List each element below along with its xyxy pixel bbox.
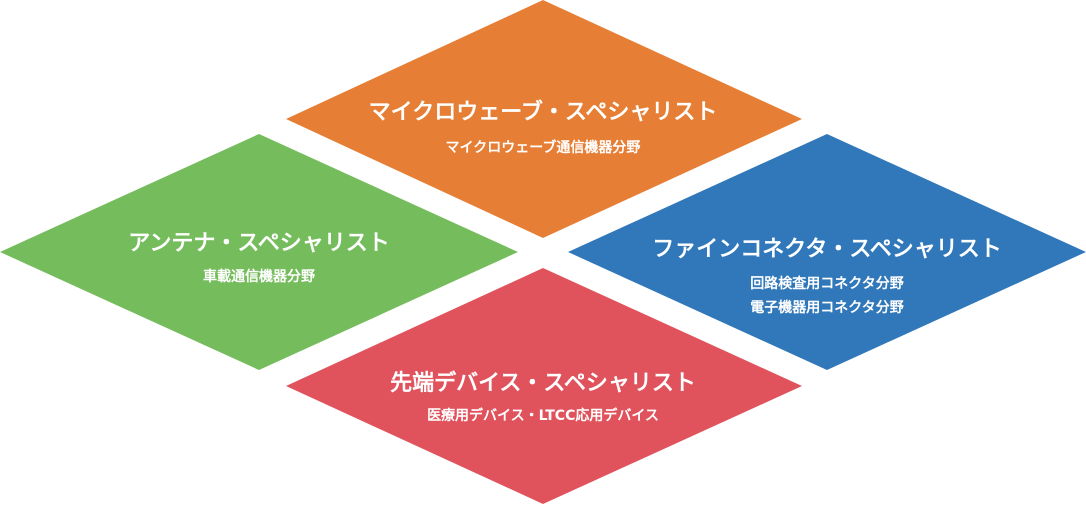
advanced-device-subtitle: 医療用デバイス・LTCC応用デバイス [427, 407, 659, 424]
antenna-title: アンテナ・スペシャリスト [128, 231, 390, 256]
fine-connector-subtitle-2: 電子機器用コネクタ分野 [750, 299, 903, 316]
microwave-title: マイクロウェーブ・スペシャリスト [369, 99, 718, 125]
fine-connector-title: ファインコネクタ・スペシャリスト [652, 237, 1002, 262]
antenna-subtitle: 車載通信機器分野 [203, 268, 315, 285]
diamond-right-shape [568, 134, 1086, 370]
diamond-top-shape [286, 0, 802, 238]
diamond-fine-connector: ファインコネクタ・スペシャリスト 回路検査用コネクタ分野 電子機器用コネクタ分野 [568, 134, 1086, 370]
diamond-antenna: アンテナ・スペシャリスト 車載通信機器分野 [0, 134, 518, 370]
diamond-left-shape [0, 134, 518, 370]
diamond-microwave: マイクロウェーブ・スペシャリスト マイクロウェーブ通信機器分野 [286, 0, 802, 238]
microwave-subtitle: マイクロウェーブ通信機器分野 [446, 139, 641, 156]
advanced-device-title: 先端デバイス・スペシャリスト [390, 370, 696, 396]
diamond-bottom-shape [286, 268, 802, 504]
fine-connector-subtitle-1: 回路検査用コネクタ分野 [750, 275, 903, 292]
diamond-advanced-device: 先端デバイス・スペシャリスト 医療用デバイス・LTCC応用デバイス [286, 268, 802, 504]
